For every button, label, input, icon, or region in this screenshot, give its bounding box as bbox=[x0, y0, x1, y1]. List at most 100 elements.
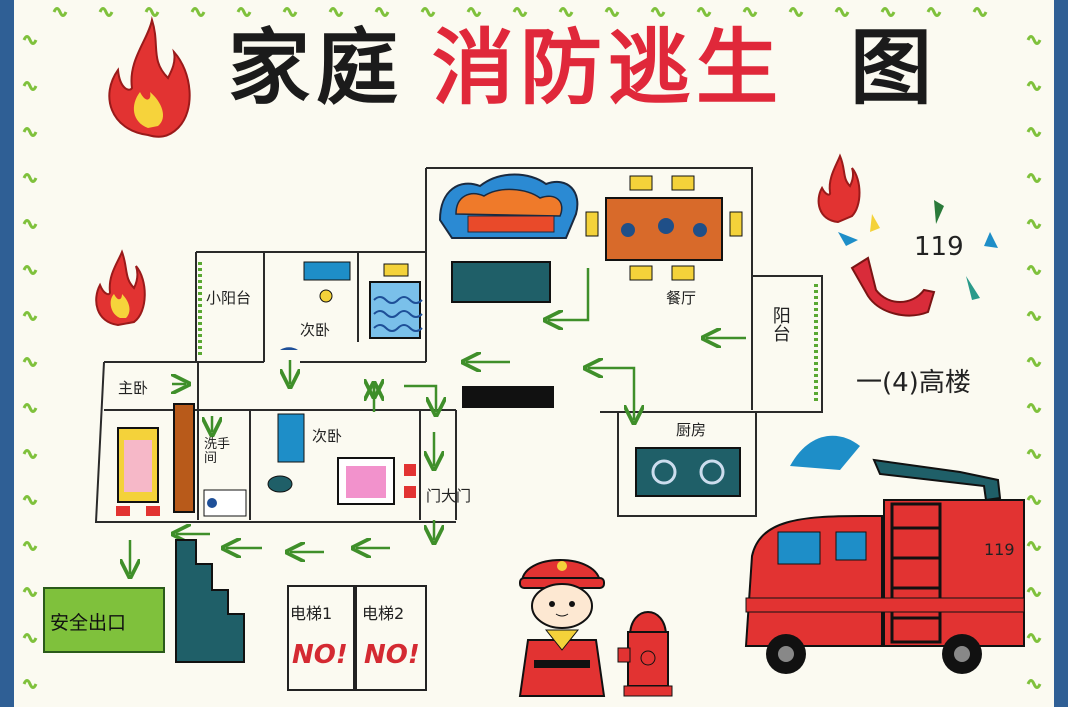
title-part1: 家庭 bbox=[228, 21, 405, 116]
border-swirl bbox=[1026, 81, 1042, 91]
border-swirl bbox=[22, 679, 38, 689]
side-note: 一(4)高楼 bbox=[856, 368, 971, 398]
border-swirl bbox=[926, 7, 942, 17]
border-swirl bbox=[22, 35, 38, 45]
border-swirl bbox=[1026, 127, 1042, 137]
border-swirl bbox=[144, 7, 160, 17]
phone-number: 119 bbox=[914, 232, 964, 262]
room-second-bedroom-mid: 次卧 bbox=[312, 427, 343, 445]
exit-label: 安全出口 bbox=[50, 612, 127, 634]
border-swirl bbox=[1026, 265, 1042, 275]
bed-icon bbox=[369, 263, 423, 339]
stove-icon bbox=[635, 447, 741, 497]
elevator-1-label: 电梯1 bbox=[290, 604, 333, 623]
border-swirl bbox=[52, 7, 68, 17]
elevator-1-warning: NO! bbox=[292, 640, 348, 670]
sofa-icon bbox=[438, 173, 579, 239]
fire-hydrant-icon bbox=[617, 611, 673, 697]
room-dining: 餐厅 bbox=[666, 289, 697, 307]
border-swirl bbox=[650, 7, 666, 17]
title-part2: 消防逃生 bbox=[432, 21, 785, 116]
border-swirl bbox=[558, 7, 574, 17]
border-swirl bbox=[834, 7, 850, 17]
border-swirl bbox=[22, 219, 38, 229]
border-swirl bbox=[98, 7, 114, 17]
border-swirl bbox=[190, 7, 206, 17]
border-swirl bbox=[788, 7, 804, 17]
truck-number: 119 bbox=[984, 540, 1015, 559]
flame-icon bbox=[95, 249, 146, 327]
border-swirl bbox=[22, 587, 38, 597]
tv-cabinet bbox=[451, 261, 551, 303]
border-swirl bbox=[328, 7, 344, 17]
border-swirl bbox=[420, 7, 436, 17]
border-swirl bbox=[282, 7, 298, 17]
elevator-2-label: 电梯2 bbox=[362, 604, 405, 623]
border-swirl bbox=[1026, 449, 1042, 459]
door-arc bbox=[280, 347, 298, 350]
border-swirl bbox=[1026, 357, 1042, 367]
exit-sign bbox=[43, 587, 165, 653]
phone-119-icon bbox=[838, 200, 998, 317]
dining-table-icon bbox=[585, 175, 743, 281]
border-swirl bbox=[22, 127, 38, 137]
stool-icon bbox=[319, 289, 333, 303]
room-main-door: 门大门 bbox=[426, 487, 472, 505]
border-swirl bbox=[22, 357, 38, 367]
title-part3: 图 bbox=[850, 21, 939, 116]
border-swirl bbox=[22, 541, 38, 551]
bed-icon bbox=[337, 457, 416, 505]
border-swirl bbox=[22, 81, 38, 91]
desk-icon bbox=[303, 261, 351, 281]
border-swirl bbox=[22, 265, 38, 275]
tv-stand bbox=[462, 386, 554, 408]
border-swirl bbox=[972, 7, 988, 17]
border-swirl bbox=[604, 7, 620, 17]
room-second-bedroom-top: 次卧 bbox=[300, 321, 331, 339]
wardrobe bbox=[173, 403, 195, 513]
border-swirl bbox=[1026, 173, 1042, 183]
border-swirl bbox=[22, 449, 38, 459]
border-swirl bbox=[22, 633, 38, 643]
border-swirl bbox=[1026, 35, 1042, 45]
border-swirl bbox=[1026, 495, 1042, 505]
wardrobe-blue bbox=[277, 413, 305, 463]
border-swirl bbox=[374, 7, 390, 17]
border-swirl bbox=[466, 7, 482, 17]
fire-truck-icon bbox=[744, 435, 1025, 674]
flame-icon bbox=[108, 16, 191, 138]
border-swirl bbox=[1026, 403, 1042, 413]
border-swirl bbox=[22, 495, 38, 505]
room-master-bedroom: 主卧 bbox=[118, 379, 149, 397]
border-swirl bbox=[1026, 633, 1042, 643]
border-swirl bbox=[696, 7, 712, 17]
border-swirl bbox=[742, 7, 758, 17]
firefighter-icon bbox=[518, 559, 606, 697]
border-swirl bbox=[880, 7, 896, 17]
escape-route bbox=[130, 268, 746, 574]
border-swirl bbox=[22, 403, 38, 413]
floor-plan bbox=[94, 167, 823, 523]
border-swirl bbox=[1026, 541, 1042, 551]
border-swirl bbox=[1026, 587, 1042, 597]
elevator-2-warning: NO! bbox=[364, 640, 420, 670]
border-swirl bbox=[22, 173, 38, 183]
flame-icon bbox=[817, 153, 861, 224]
border-swirl bbox=[512, 7, 528, 17]
border-swirl bbox=[236, 7, 252, 17]
border-swirl bbox=[1026, 219, 1042, 229]
elevator-2 bbox=[355, 585, 427, 691]
border-swirl bbox=[1026, 311, 1042, 321]
room-bathroom: 洗手间 bbox=[204, 437, 231, 467]
elevator-1 bbox=[287, 585, 355, 691]
border-swirl bbox=[1026, 679, 1042, 689]
room-small-balcony: 小阳台 bbox=[206, 289, 252, 307]
border-swirl bbox=[22, 311, 38, 321]
master-bed-icon bbox=[116, 427, 160, 516]
decorative-border bbox=[22, 7, 1042, 689]
room-balcony: 阳台 bbox=[769, 306, 791, 342]
staircase bbox=[175, 539, 245, 663]
stool-icon bbox=[267, 475, 293, 493]
room-kitchen: 厨房 bbox=[676, 421, 707, 439]
